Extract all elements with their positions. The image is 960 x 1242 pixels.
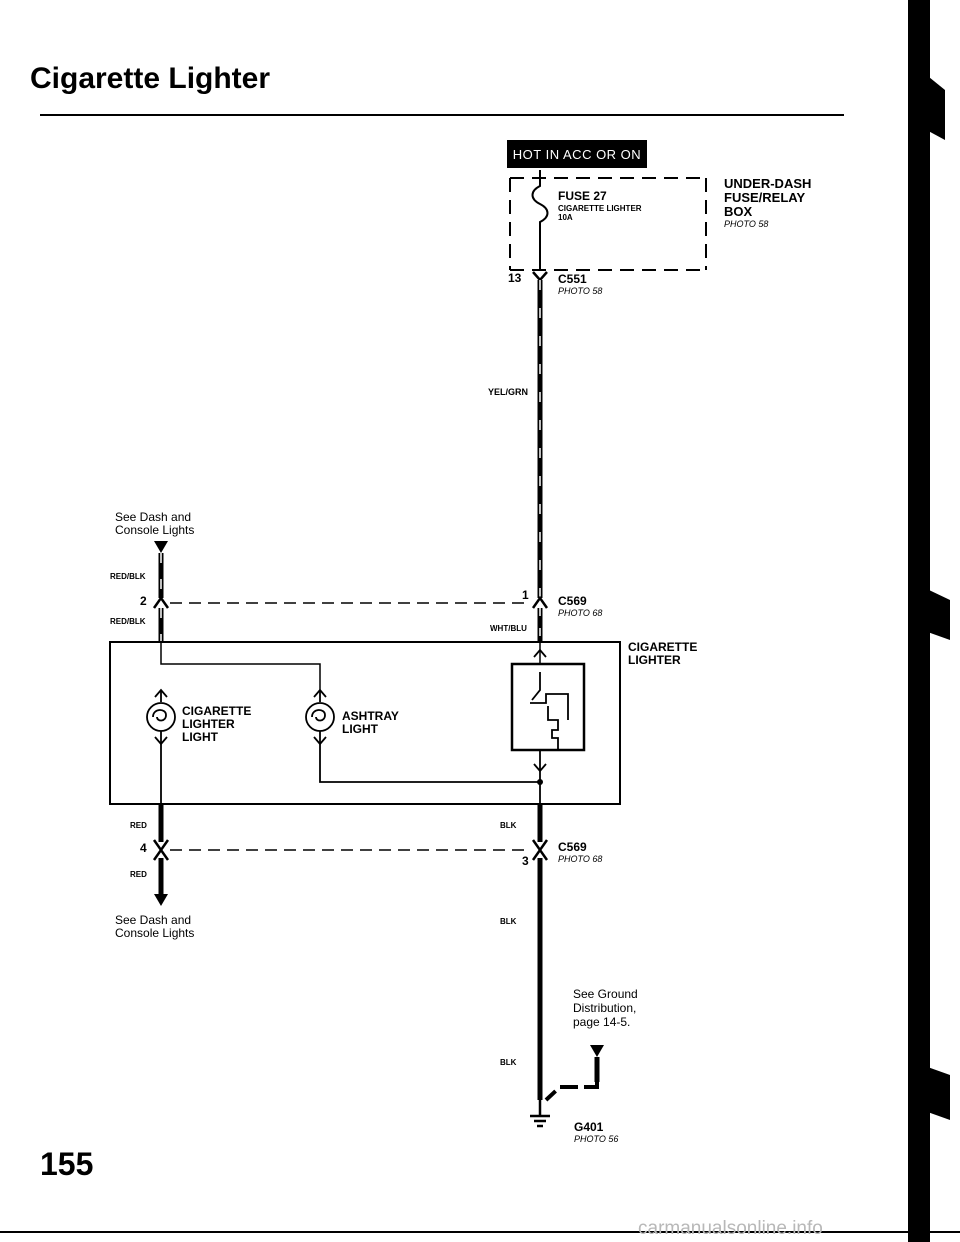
ground-name: G401 [574, 1120, 604, 1134]
page-title: Cigarette Lighter [30, 62, 271, 95]
c551-pin: 13 [508, 271, 522, 285]
ref-dash-bottom-2: Console Lights [115, 926, 195, 940]
c569-top-pin-right: 1 [522, 588, 529, 602]
wire-label-red-blk-bottom: RED/BLK [110, 617, 146, 626]
wire-blk [531, 804, 549, 1100]
wire-red-blk [154, 541, 168, 642]
wire-label-blk-2: BLK [500, 917, 517, 926]
c569-bottom-photo: PHOTO 68 [558, 854, 603, 864]
ref-dash-bottom-1: See Dash and [115, 913, 192, 927]
lighter-light-label-3: LIGHT [182, 730, 218, 744]
fuse-box-line3: BOX [724, 204, 753, 219]
ashtray-label-2: LIGHT [342, 722, 378, 736]
ground-distribution-ref [544, 1045, 604, 1102]
wire-label-wht-blu: WHT/BLU [490, 624, 527, 633]
fuse-box-outline [509, 177, 707, 271]
right-edge-binding [908, 0, 950, 1242]
lighter-light-label-1: CIGARETTE [182, 704, 252, 718]
ref-ground-1: See Ground [573, 987, 638, 1001]
wire-label-blk-1: BLK [500, 821, 517, 830]
c569-bottom-name: C569 [558, 840, 587, 854]
ref-ground-3: page 14-5. [573, 1015, 631, 1029]
ref-dash-top-1: See Dash and [115, 510, 192, 524]
wire-label-yel-grn: YEL/GRN [488, 387, 529, 397]
ground-symbol [530, 1100, 550, 1128]
c569-top-pin-left: 2 [140, 594, 147, 608]
lighter-label-2: LIGHTER [628, 653, 681, 667]
fuse-name: FUSE 27 [558, 189, 607, 203]
internal-feed [160, 642, 321, 690]
fuse-box-photo: PHOTO 58 [724, 219, 769, 229]
c569-bottom-pin-right: 3 [522, 854, 529, 868]
lighter-light-label-2: LIGHTER [182, 717, 235, 731]
c569-top-right-terminal [531, 595, 549, 609]
fuse-box-line1: UNDER-DASH [724, 176, 812, 191]
wire-label-blk-3: BLK [500, 1058, 517, 1067]
c551-name: C551 [558, 272, 587, 286]
c551-photo: PHOTO 58 [558, 286, 603, 296]
fuse-circuit: CIGARETTE LIGHTER [558, 204, 642, 213]
ashtray-bulb [305, 688, 540, 783]
ground-splice-dot [537, 779, 543, 785]
ashtray-label-1: ASHTRAY [342, 709, 399, 723]
hot-in-acc-label: HOT IN ACC OR ON [507, 140, 647, 168]
ref-ground-2: Distribution, [573, 1001, 637, 1015]
wire-label-red-bottom: RED [130, 870, 147, 879]
ground-photo: PHOTO 56 [574, 1134, 619, 1144]
c569-top-left-terminal [152, 595, 170, 609]
lighter-element [510, 648, 586, 804]
wire-label-red-blk-top: RED/BLK [110, 572, 146, 581]
title-rule [40, 114, 844, 116]
c551-terminal [532, 271, 548, 282]
c569-top-photo: PHOTO 68 [558, 608, 603, 618]
fuse-rating: 10A [558, 213, 573, 222]
lighter-label-1: CIGARETTE [628, 640, 698, 654]
watermark: carmanualsonline.info [638, 1218, 823, 1239]
wire-red-bottom [152, 804, 170, 906]
wire-label-red-top: RED [130, 821, 147, 830]
c569-bottom-pin-left: 4 [140, 841, 147, 855]
fuse-box-line2: FUSE/RELAY [724, 190, 806, 205]
cigarette-lighter-bulb [146, 688, 176, 804]
lighter-assembly-box [109, 641, 621, 805]
ref-dash-top-2: Console Lights [115, 523, 195, 537]
page-number: 155 [40, 1146, 94, 1182]
c569-top-name: C569 [558, 594, 587, 608]
fuse-symbol [531, 170, 549, 270]
